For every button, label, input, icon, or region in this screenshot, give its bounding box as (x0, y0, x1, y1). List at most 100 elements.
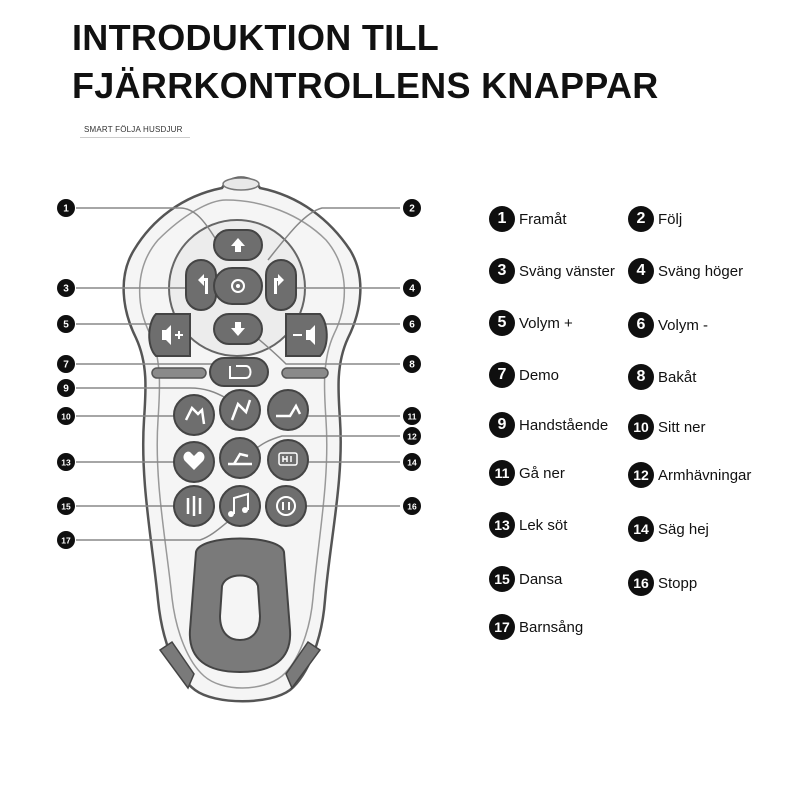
callout-badge-9: 9 (57, 379, 75, 397)
callout-number: 14 (407, 458, 417, 468)
heart-icon (183, 451, 205, 470)
stop-button[interactable] (265, 485, 307, 527)
legend-label: Demo (519, 366, 560, 384)
legend-number-badge: 16 (628, 570, 654, 596)
play-cute-button[interactable] (173, 441, 215, 483)
legend-label: Stopp (658, 574, 698, 592)
stop-icon (276, 496, 296, 516)
backward-button[interactable] (213, 313, 263, 345)
hi-icon (278, 452, 298, 466)
follow-icon (231, 279, 245, 293)
volume-down-button[interactable] (285, 313, 328, 357)
legend-number-badge: 12 (628, 462, 654, 488)
push-up-button[interactable] (219, 437, 261, 479)
music-icon (233, 492, 249, 514)
legend-number-badge: 2 (628, 206, 654, 232)
callout-badge-13: 13 (57, 453, 75, 471)
indicator-bar-left (151, 367, 207, 379)
leader-lines (76, 207, 400, 541)
legend-label: Sväng vänster (519, 262, 615, 280)
callout-badge-11: 11 (403, 407, 421, 425)
legend-label: Volym + (519, 314, 573, 332)
callout-number: 16 (407, 502, 417, 512)
childrens-song-button[interactable] (219, 485, 261, 527)
callout-number: 11 (408, 412, 417, 422)
callout-badge-16: 16 (403, 497, 421, 515)
say-hi-button[interactable] (267, 439, 309, 481)
legend-number-badge: 7 (489, 362, 515, 388)
remote-grip (158, 537, 322, 690)
callout-badge-6: 6 (403, 315, 421, 333)
title-line-2: FJÄRRKONTROLLENS KNAPPAR (72, 65, 659, 106)
turn-right-button[interactable] (265, 259, 297, 311)
callout-number: 8 (409, 360, 415, 371)
legend-number-badge: 9 (489, 412, 515, 438)
legend-number-badge: 15 (489, 566, 515, 592)
demo-button[interactable] (209, 357, 269, 387)
legend-label: Barnsång (519, 618, 584, 636)
callout-badge-8: 8 (403, 355, 421, 373)
callout-badge-5: 5 (57, 315, 75, 333)
lie-down-icon (276, 403, 302, 418)
caption-divider (80, 137, 190, 138)
callout-number: 5 (63, 320, 69, 331)
legend-label: Volym - (658, 316, 709, 334)
callout-number: 6 (409, 320, 415, 331)
dance-button[interactable] (173, 485, 215, 527)
legend-number-badge: 3 (489, 258, 515, 284)
legend-label: Sitt ner (658, 418, 706, 436)
turn-left-button[interactable] (185, 259, 217, 311)
callout-badge-7: 7 (57, 355, 75, 373)
callout-number: 17 (61, 536, 71, 546)
legend-label: Gå ner (519, 464, 565, 482)
volume-up-button[interactable] (148, 313, 191, 357)
legend-number-badge: 8 (628, 364, 654, 390)
legend-number-badge: 5 (489, 310, 515, 336)
callout-number: 13 (61, 458, 71, 468)
forward-button[interactable] (213, 229, 263, 261)
legend-label: Dansa (519, 570, 563, 588)
turn-left-icon (198, 274, 208, 294)
legend-label: Säg hej (658, 520, 709, 538)
push-up-icon (228, 452, 252, 466)
callout-badge-1: 1 (57, 199, 75, 217)
legend-number-badge: 4 (628, 258, 654, 284)
product-caption: SMART FÖLJA HUSDJUR (84, 125, 183, 134)
callout-badge-4: 4 (403, 279, 421, 297)
callout-badge-17: 17 (57, 531, 75, 549)
page-title: INTRODUKTION TILL FJÄRRKONTROLLENS KNAPP… (72, 14, 659, 110)
sit-down-button[interactable] (173, 394, 215, 436)
callout-badge-15: 15 (57, 497, 75, 515)
legend-label: Följ (658, 210, 683, 228)
legend-label: Bakåt (658, 368, 697, 386)
legend-number-badge: 6 (628, 312, 654, 338)
callout-number: 7 (63, 360, 69, 371)
dance-icon (186, 496, 202, 516)
callout-number: 3 (63, 284, 69, 295)
callout-badge-12: 12 (403, 427, 421, 445)
follow-button[interactable] (213, 267, 263, 305)
handstand-button[interactable] (219, 389, 261, 431)
callout-number: 1 (63, 204, 69, 215)
callout-number: 15 (61, 502, 71, 512)
callout-number: 10 (61, 412, 71, 422)
indicator-bar-right (281, 367, 329, 379)
legend-label: Armhävningar (658, 466, 752, 484)
legend-label: Lek söt (519, 516, 568, 534)
arrow-down-icon (231, 322, 245, 336)
lie-down-button[interactable] (267, 389, 309, 431)
